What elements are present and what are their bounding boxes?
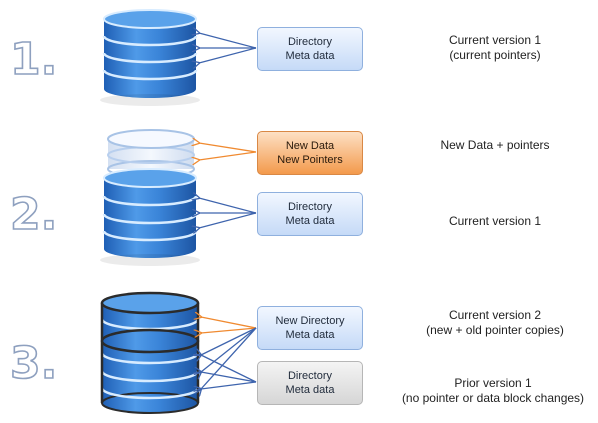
box-line2: Meta data <box>285 384 335 396</box>
description-2b: Current version 1 <box>395 214 595 229</box>
description-2a: New Data + pointers <box>395 138 595 153</box>
step-number-1: 1. <box>9 34 58 85</box>
desc-line2: (current pointers) <box>449 48 541 62</box>
box-line2: Meta data <box>285 50 335 62</box>
disk-stack-2 <box>100 168 200 266</box>
desc-line1: Current version 1 <box>448 33 542 47</box>
pointer-arrows-new-data <box>199 143 257 160</box>
pointer-arrows-3-new <box>201 317 257 389</box>
directory-metadata-box-2: Directory Meta data <box>257 192 363 236</box>
step-number-2: 2. <box>9 189 58 240</box>
desc-line1: New Data + pointers <box>440 138 550 152</box>
description-3b: Prior version 1 (no pointer or data bloc… <box>388 376 598 406</box>
new-directory-metadata-box: New Directory Meta data <box>257 306 363 350</box>
prior-directory-metadata-box: Directory Meta data <box>257 361 363 405</box>
pointer-arrows-1 <box>199 33 257 63</box>
box-line1: New Directory <box>275 315 345 327</box>
box-line1: Directory <box>287 201 332 213</box>
desc-line1: Prior version 1 <box>454 376 532 390</box>
box-line2: New Pointers <box>277 154 343 166</box>
description-3a: Current version 2 (new + old pointer cop… <box>395 308 595 338</box>
pointer-arrows-3-prior <box>201 355 257 389</box>
desc-line1: Current version 2 <box>448 308 542 322</box>
disk-stack-1 <box>100 9 200 106</box>
pointer-arrows-2 <box>199 198 257 228</box>
box-line1: New Data <box>285 140 335 152</box>
directory-metadata-box-1: Directory Meta data <box>257 27 363 71</box>
desc-line2: (no pointer or data block changes) <box>401 391 585 405</box>
box-line1: Directory <box>287 36 332 48</box>
disk-stack-3 <box>100 291 200 414</box>
box-line2: Meta data <box>285 329 335 341</box>
description-1: Current version 1 (current pointers) <box>395 33 595 63</box>
step-number-3: 3. <box>9 338 58 389</box>
desc-line1: Current version 1 <box>448 214 542 228</box>
new-data-pointers-box: New Data New Pointers <box>257 131 363 175</box>
desc-line2: (new + old pointer copies) <box>426 323 564 337</box>
box-line2: Meta data <box>285 215 335 227</box>
box-line1: Directory <box>287 370 332 382</box>
